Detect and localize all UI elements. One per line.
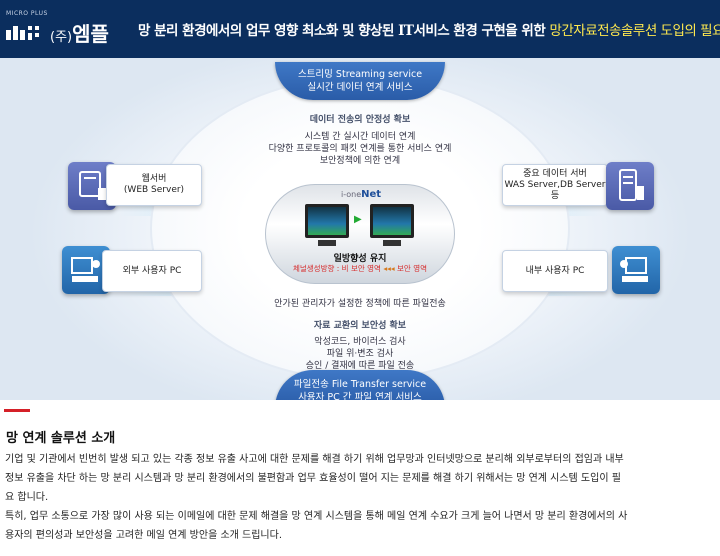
internal-pc-box: 내부 사용자 PC [502, 250, 608, 292]
header-bar: MICRO PLUS (주)엠플 망 분리 환경에서의 업무 영향 최소화 및 … [0, 0, 720, 58]
network-diagram: 스트리밍 Streaming service 실시간 데이터 연계 서비스 데이… [0, 58, 720, 400]
section-accent-line [4, 409, 30, 412]
upper-band: 데이터 전송의 안정성 확보 시스템 간 실시간 데이터 연계 다양한 프로토콜… [262, 114, 458, 167]
section-title: 망 연계 솔루션 소개 [6, 431, 116, 446]
data-server-icon [606, 162, 654, 210]
middle-note: 안가된 관리자가 설정한 정책에 따른 파일전송 [274, 299, 446, 309]
page-title: 망 분리 환경에서의 업무 영향 최소화 및 향상된 IT서비스 환경 구현을 … [138, 19, 720, 39]
left-monitor-icon [305, 204, 349, 238]
company-logo: MICRO PLUS (주)엠플 [4, 10, 124, 48]
tube-sub-text: 체널생성방향 : 비 보안 영역 ◂◂◂ 보안 영역 [292, 264, 428, 273]
file-transfer-cap: 파일전송 File Transfer service 사용자 PC 간 파일 연… [275, 370, 445, 400]
lower-band-line: 악성코드, 바이러스 검사 [314, 337, 406, 347]
email-paragraph: 특히, 업무 소통으로 가장 많이 사용 되는 이메일에 대한 문제 해결을 망… [5, 511, 628, 541]
upper-band-title: 데이터 전송의 안정성 확보 [309, 115, 411, 125]
streaming-service-cap: 스트리밍 Streaming service 실시간 데이터 연계 서비스 [275, 62, 445, 100]
tube-main-text: 일방향성 유지 [333, 254, 387, 264]
internal-pc-icon [612, 246, 660, 294]
logo-name: (주)엠플 [50, 22, 109, 46]
logo-small-text: MICRO PLUS [6, 10, 48, 17]
web-server-box: 웹서버(WEB Server) [106, 164, 202, 206]
transfer-arrow-icon: ▶ [354, 214, 362, 225]
upper-band-line: 다양한 프로토콜의 패킷 연계를 통한 서비스 연계 [268, 144, 452, 154]
upper-band-line: 시스템 간 실시간 데이터 연계 [304, 132, 416, 142]
upper-band-line: 보안정책에 의한 연계 [319, 156, 401, 166]
tube-brand-label: i-oneNet [341, 189, 382, 200]
intro-paragraph: 기업 및 기관에서 빈번히 발생 되고 있는 각종 정보 유출 사고에 대한 문… [5, 454, 624, 503]
right-monitor-icon [370, 204, 414, 238]
left-monitor-stand [318, 240, 336, 246]
lower-band: 자료 교환의 보안성 확보 악성코드, 바이러스 검사 파일 위·변조 검사 승… [262, 320, 458, 372]
lower-band-line: 승인 / 결재에 따른 파일 전송 [305, 361, 415, 371]
logo-mark-icon [6, 26, 39, 40]
one-way-tube [265, 184, 455, 284]
page-title-highlight: 망간자료전송솔루션 도입의 필요 [549, 23, 720, 39]
lower-band-title: 자료 교환의 보안성 확보 [313, 321, 407, 331]
diagram-oval [150, 76, 570, 381]
right-monitor-stand [383, 240, 401, 246]
external-pc-box: 외부 사용자 PC [102, 250, 202, 292]
lower-band-line: 파일 위·변조 검사 [326, 349, 394, 359]
